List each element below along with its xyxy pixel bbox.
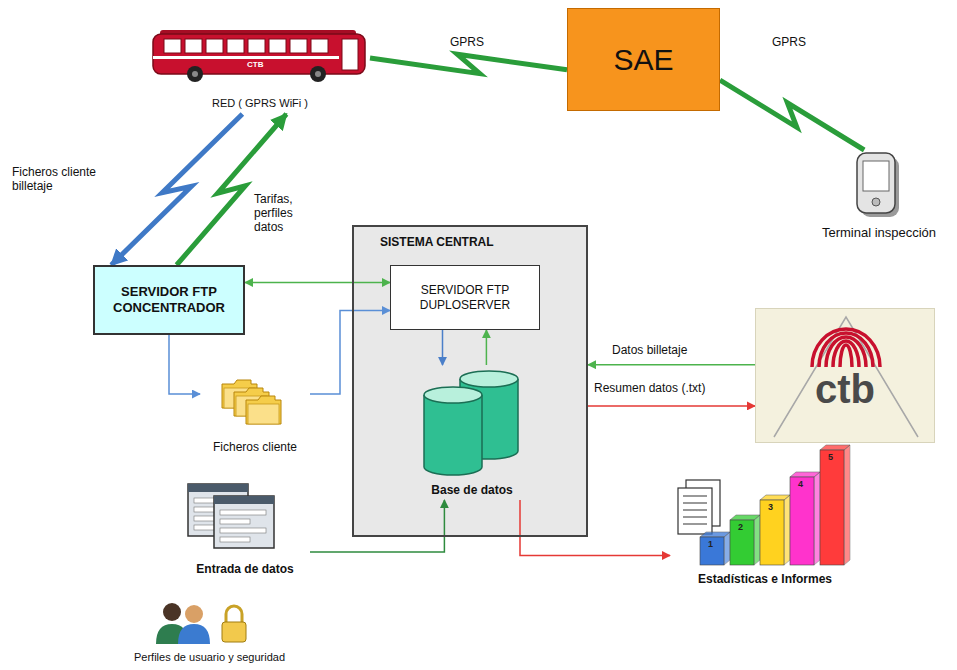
wireless-link [370, 54, 567, 73]
vehicle-marking: CTB [247, 61, 263, 69]
edge-label: Resumen datos (.txt) [592, 382, 707, 396]
node-label: Base de datos [431, 483, 512, 497]
edge-label: Tarifas, perfiles datos [252, 193, 318, 234]
data-entry-forms [180, 480, 310, 560]
user-profiles-security: Perfiles de usuario y seguridad [122, 600, 297, 666]
ftp-server-box: SERVIDOR FTP DUPLOSERVER [390, 265, 540, 330]
data-flow-arrow [520, 500, 670, 556]
node-label: SISTEMA CENTRAL [380, 235, 494, 249]
data-flow-arrow [588, 364, 755, 366]
bar-number: 3 [768, 503, 773, 512]
client-files: Ficheros cliente [200, 378, 310, 458]
edge-label: Ficheros cliente billetaje [10, 166, 124, 194]
edge-label: GPRS [770, 36, 808, 50]
node-label: ctb [815, 365, 875, 413]
data-flow-arrow [245, 282, 390, 284]
ctb-logo: ctb [755, 308, 935, 443]
data-flow-arrow [310, 500, 444, 552]
central-system-fill [352, 225, 588, 537]
node-label: RED ( GPRS WiFi ) [212, 97, 308, 110]
edge-label: GPRS [448, 36, 486, 50]
sae-box: SAE [567, 8, 720, 111]
node-label: SERVIDOR FTP DUPLOSERVER [405, 283, 525, 312]
bus-network: RED ( GPRS WiFi ) [150, 28, 370, 114]
database: Base de datos [412, 365, 532, 500]
data-flow-arrow [310, 311, 390, 395]
node-label: SERVIDOR FTP CONCENTRADOR [101, 284, 237, 315]
node-label: Estadísticas e Informes [698, 572, 832, 586]
bar-number: 4 [798, 480, 803, 489]
bus-illustration [150, 28, 370, 84]
node-label: SAE [613, 42, 673, 78]
data-entry: Entrada de datos [180, 480, 310, 580]
node-label: Perfiles de usuario y seguridad [134, 651, 285, 664]
data-flow-arrow [588, 405, 755, 407]
user-security-icon [122, 600, 297, 646]
node-label: Terminal inspección [822, 225, 936, 241]
statistics-reports: Estadísticas e Informes [670, 440, 860, 590]
bar-number: 5 [828, 453, 833, 462]
node-label: Entrada de datos [196, 562, 293, 576]
inspection-terminal: Terminal inspección [805, 150, 953, 245]
folder-icons [200, 378, 310, 430]
central-system: SISTEMA CENTRAL SERVIDOR FTP DUPLOSERVER B… [352, 225, 588, 537]
data-flow-arrow [486, 330, 488, 365]
handheld-terminal [805, 150, 953, 220]
data-flow-arrow [169, 335, 200, 394]
database-cylinders [412, 365, 532, 477]
data-flow-arrow [442, 330, 444, 365]
ftp-server-box: SERVIDOR FTP CONCENTRADOR [93, 265, 245, 335]
wireless-link [720, 80, 864, 150]
edge-label: Datos billetaje [610, 344, 689, 358]
node-label: Ficheros cliente [213, 440, 297, 454]
bar-number: 2 [738, 523, 743, 532]
wireless-link [177, 114, 287, 265]
bar-number: 1 [708, 540, 713, 549]
